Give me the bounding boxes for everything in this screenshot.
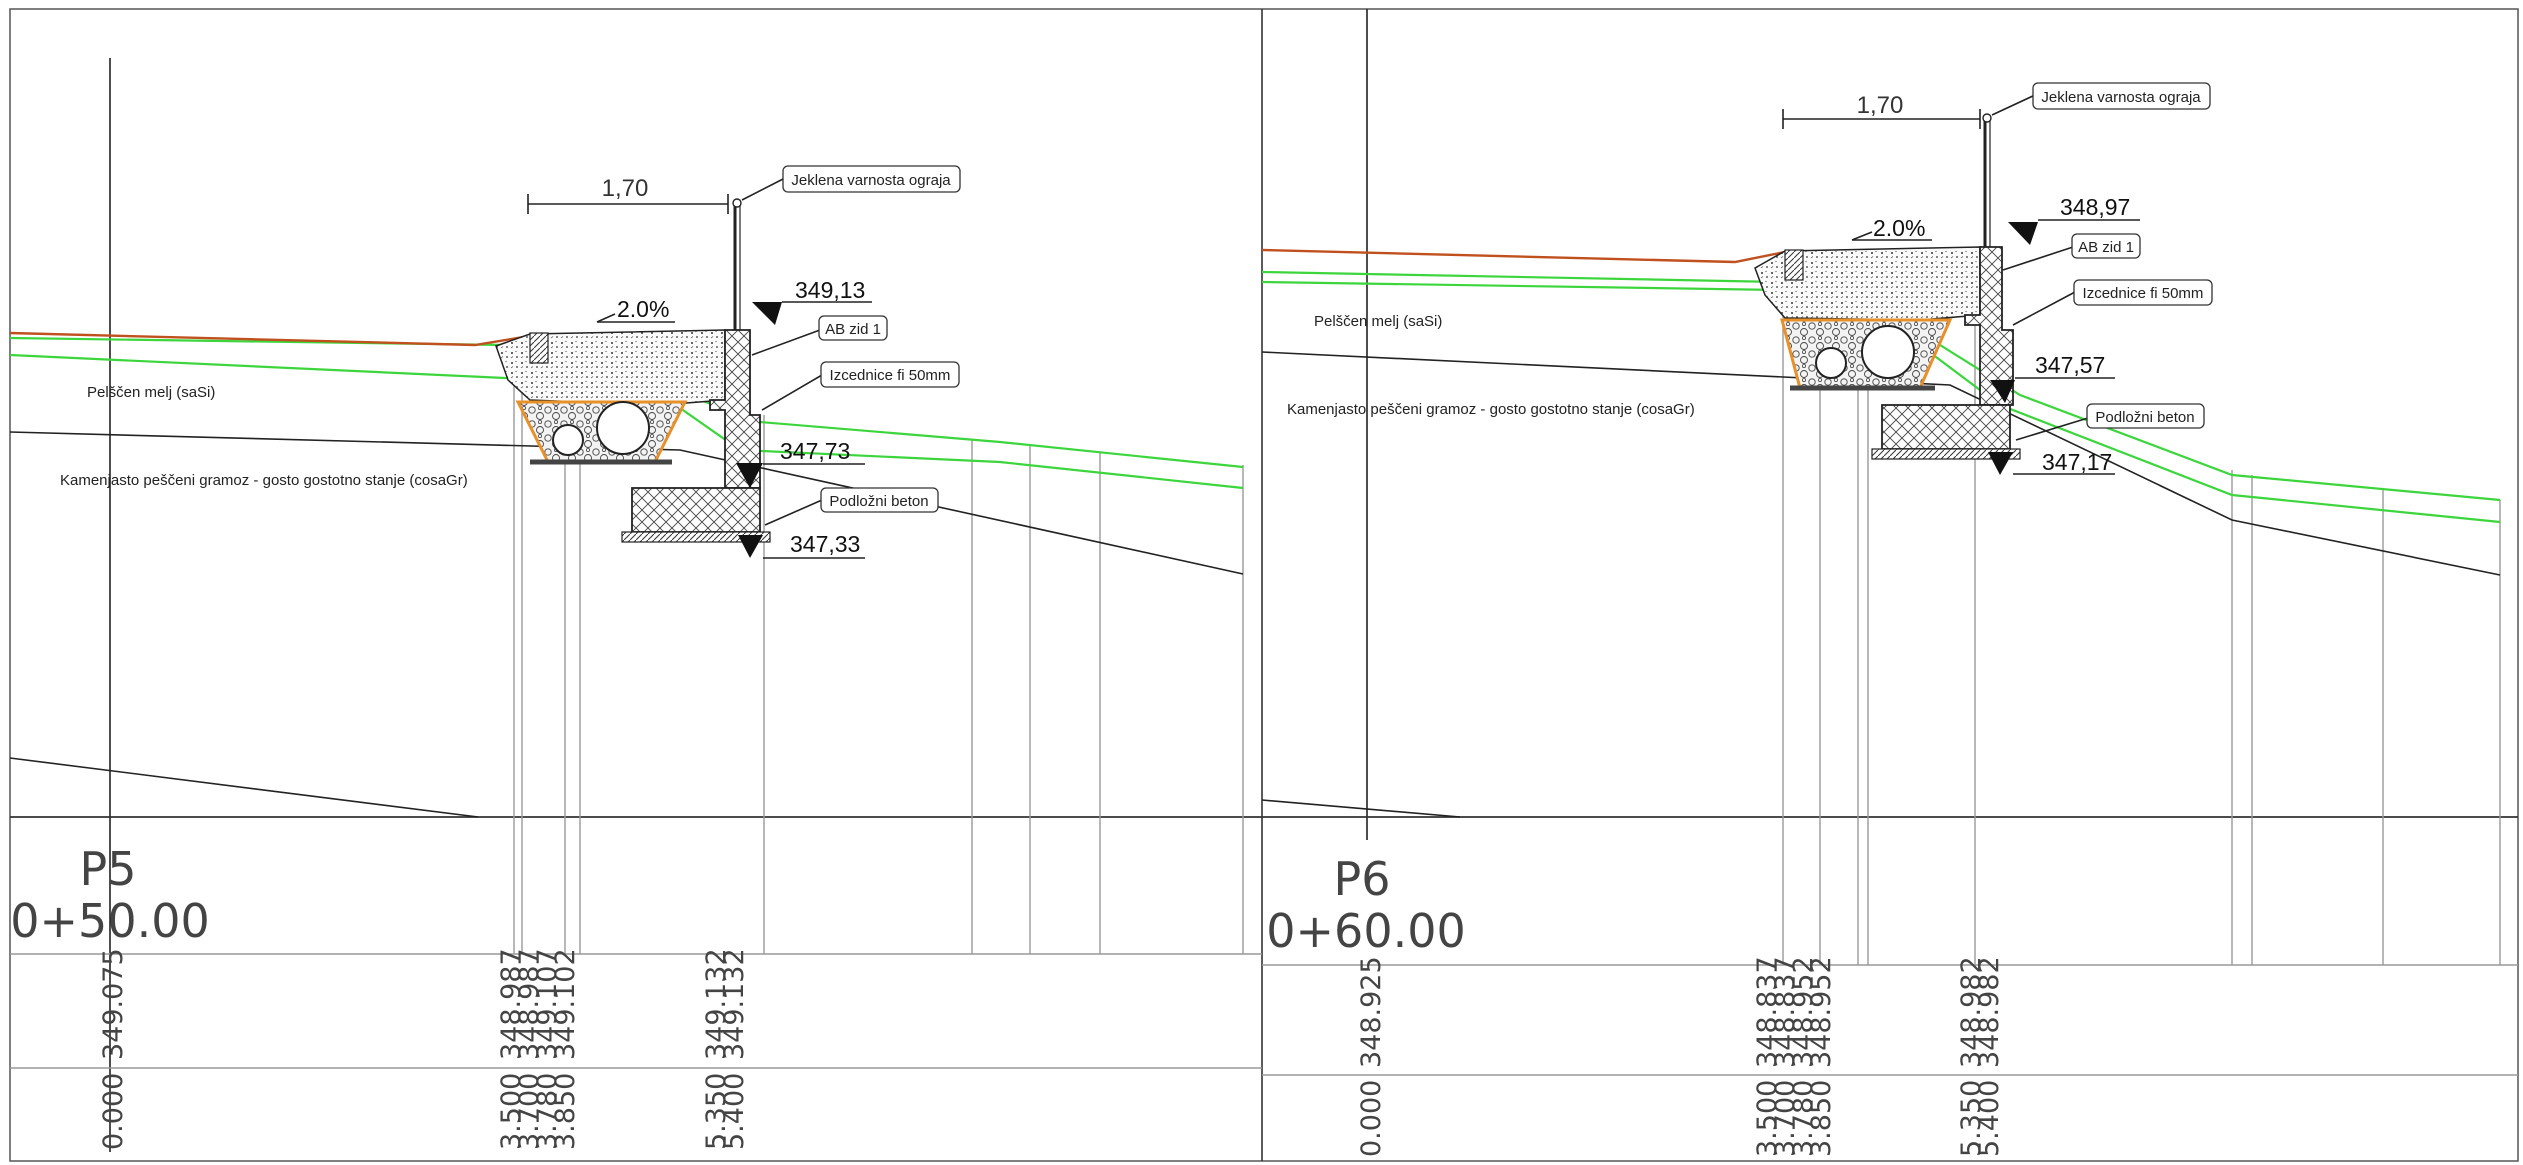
profile-name: P5 — [79, 842, 136, 896]
lower-soil-line — [1261, 799, 1461, 818]
svg-text:Podložni beton: Podložni beton — [2095, 409, 2194, 426]
svg-text:349.102: 349.102 — [550, 948, 581, 1060]
svg-text:347,33: 347,33 — [790, 531, 860, 557]
profile-name: P6 — [1333, 852, 1390, 906]
panel-p5: 1,70 2.0% 349,13 347,73 347,33 Jekl — [9, 58, 1262, 1152]
drain-pipe-small — [1815, 347, 1847, 379]
callout-drains: Izcednice fi 50mm — [2012, 279, 2213, 326]
drain-pipe-large — [596, 401, 650, 455]
svg-text:Jeklena varnosta ograja: Jeklena varnosta ograja — [791, 172, 951, 189]
svg-text:347,73: 347,73 — [780, 438, 850, 464]
svg-text:Jeklena varnosta ograja: Jeklena varnosta ograja — [2041, 89, 2201, 106]
svg-text:348.987: 348.987 — [514, 948, 545, 1060]
soil-label-top: Pelščen melj (saSi) — [87, 384, 215, 401]
callout-drains: Izcednice fi 50mm — [761, 361, 960, 411]
station-label: 0+60.00 — [1266, 904, 1466, 958]
svg-text:347,57: 347,57 — [2035, 352, 2105, 378]
dimension-170: 1,70 — [527, 175, 729, 214]
wall-footing — [1881, 404, 2011, 450]
curb — [1784, 249, 1804, 281]
elevation-bottom: 347,17 — [1988, 449, 2115, 475]
elevation-top: 349,13 — [752, 277, 872, 325]
svg-text:349,13: 349,13 — [795, 277, 865, 303]
svg-text:348.952: 348.952 — [1788, 956, 1819, 1068]
svg-text:3.500: 3.500 — [496, 1073, 527, 1150]
slope-marker: 2.0% — [1851, 215, 1932, 241]
svg-text:348.987: 348.987 — [496, 948, 527, 1060]
callout-wall: AB zid 1 — [2002, 233, 2141, 271]
svg-text:Podložni beton: Podložni beton — [829, 493, 928, 510]
slope-label: 2.0% — [1873, 215, 1925, 241]
wall-footing — [631, 487, 761, 533]
svg-text:3.850: 3.850 — [550, 1073, 581, 1150]
lower-soil-line — [9, 757, 479, 818]
pavement-layers — [1754, 246, 1981, 321]
slope-label: 2.0% — [617, 296, 669, 322]
svg-text:349.132: 349.132 — [701, 948, 732, 1060]
svg-text:3.780: 3.780 — [532, 1073, 563, 1150]
soil-label-bottom: Kamenjasto peščeni gramoz - gosto gostot… — [1287, 401, 1695, 418]
svg-text:3.700: 3.700 — [1770, 1080, 1801, 1157]
station-lines — [513, 365, 1244, 954]
svg-text:348.982: 348.982 — [1974, 956, 2005, 1068]
svg-text:348.952: 348.952 — [1806, 956, 1837, 1068]
distance-row: 0.000 3.500 3.700 3.780 3.850 5.350 5.40… — [1356, 1080, 2005, 1157]
elevation-mid: 347,73 — [736, 438, 865, 488]
sheet-frame — [9, 8, 2519, 1162]
svg-text:348,97: 348,97 — [2060, 194, 2130, 220]
svg-text:347,17: 347,17 — [2042, 449, 2112, 475]
svg-text:3.780: 3.780 — [1788, 1080, 1819, 1157]
svg-text:3.850: 3.850 — [1806, 1080, 1837, 1157]
distance-row: 0.000 3.500 3.700 3.780 3.850 5.350 5.40… — [98, 1073, 750, 1150]
soil-label-bottom: Kamenjasto peščeni gramoz - gosto gostot… — [60, 472, 468, 489]
elevation-mid: 347,57 — [1990, 352, 2115, 403]
svg-text:348.925: 348.925 — [1356, 956, 1387, 1068]
svg-text:349.132: 349.132 — [719, 948, 750, 1060]
svg-text:5.400: 5.400 — [1974, 1080, 2005, 1157]
terrain-line-upper — [1261, 270, 2501, 502]
dimension-label: 1,70 — [602, 175, 649, 202]
svg-text:5.400: 5.400 — [719, 1073, 750, 1150]
svg-text:3.700: 3.700 — [514, 1073, 545, 1150]
soil-boundary-line — [1261, 351, 2501, 576]
soil-label-top: Pelščen melj (saSi) — [1314, 313, 1442, 330]
elevation-bottom: 347,33 — [738, 531, 865, 559]
elevation-top: 348,97 — [2008, 194, 2140, 245]
curb — [529, 332, 549, 364]
callout-wall: AB zid 1 — [751, 315, 888, 356]
lean-concrete — [621, 531, 771, 543]
drain-pipe-small — [552, 424, 584, 456]
drain-pipe-large — [1861, 325, 1915, 379]
callout-footing: Podložni beton — [764, 487, 939, 526]
dimension-label: 1,70 — [1857, 92, 1904, 119]
svg-text:348.837: 348.837 — [1770, 956, 1801, 1068]
svg-text:348.982: 348.982 — [1956, 956, 1987, 1068]
svg-text:349.107: 349.107 — [532, 948, 563, 1060]
panel-p6: 1,70 2.0% 348,97 347,57 347,17 Jeklena v… — [1261, 9, 2518, 1157]
svg-text:348.837: 348.837 — [1752, 956, 1783, 1068]
pavement-layers — [495, 329, 726, 406]
terrain-line-lower — [1261, 280, 2501, 524]
svg-text:0.000: 0.000 — [98, 1073, 129, 1150]
dimension-170: 1,70 — [1782, 92, 1981, 129]
svg-text:5.350: 5.350 — [701, 1073, 732, 1150]
svg-text:AB zid 1: AB zid 1 — [2078, 239, 2134, 256]
station-label: 0+50.00 — [10, 894, 210, 948]
elevation-row: 349.075 348.987 348.987 349.107 349.102 … — [98, 948, 750, 1060]
callout-guardrail: Jeklena varnosta ograja — [741, 165, 961, 201]
svg-text:Izcednice fi 50mm: Izcednice fi 50mm — [2083, 285, 2204, 302]
svg-text:AB zid 1: AB zid 1 — [825, 321, 881, 338]
slope-marker: 2.0% — [596, 296, 675, 323]
lean-concrete — [1871, 448, 2021, 460]
callout-footing: Podložni beton — [2015, 403, 2205, 441]
svg-text:5.350: 5.350 — [1956, 1080, 1987, 1157]
elevation-row: 348.925 348.837 348.837 348.952 348.952 … — [1356, 956, 2005, 1068]
svg-text:0.000: 0.000 — [1356, 1080, 1387, 1157]
soil-boundary-line — [9, 431, 1244, 575]
callout-guardrail: Jeklena varnosta ograja — [1991, 82, 2211, 116]
svg-text:349.075: 349.075 — [98, 948, 129, 1060]
svg-text:3.500: 3.500 — [1752, 1080, 1783, 1157]
svg-text:Izcednice fi 50mm: Izcednice fi 50mm — [830, 367, 951, 384]
